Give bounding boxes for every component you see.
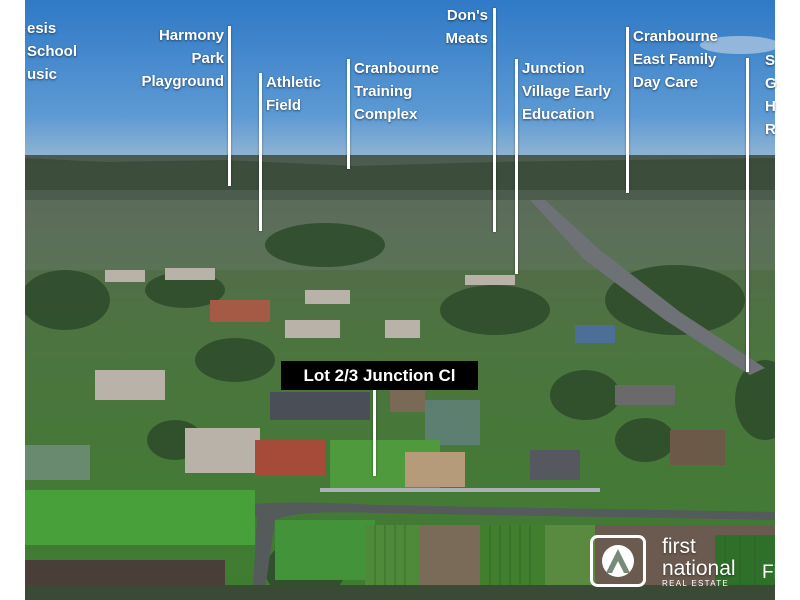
poi-pointer-line — [259, 73, 262, 231]
poi-label-line: Cranbourne — [354, 60, 440, 77]
brand-tagline: REAL ESTATE — [662, 579, 730, 588]
poi-label-line: Training — [354, 83, 413, 100]
poi-label-line: Athletic — [266, 74, 322, 91]
poi-label-line: usic — [27, 66, 58, 83]
poi-pointer-line — [347, 59, 350, 169]
poi-label-training-complex: Cranbourne Training Complex — [354, 57, 439, 126]
poi-label-line: Meats — [445, 30, 488, 47]
poi-label-line: Junction — [522, 60, 585, 77]
poi-pointer-line — [626, 27, 629, 193]
brand-name: first national — [662, 536, 736, 580]
brand-cut-text: Fi — [762, 562, 778, 583]
poi-label-line: School — [27, 43, 78, 60]
poi-label-line: Park — [191, 50, 224, 67]
poi-label-athletic-field: Athletic Field — [266, 71, 321, 117]
brand-name-line: first — [662, 535, 696, 558]
poi-label-line: G — [765, 75, 777, 92]
poi-label-line: S — [765, 52, 776, 69]
poi-label-line: Village Early — [522, 83, 611, 100]
poi-label-line: R — [765, 121, 776, 138]
poi-pointer-line — [515, 59, 518, 274]
poi-label-line: Field — [266, 97, 302, 114]
poi-label-line: Day Care — [633, 74, 699, 91]
poi-label-line: Complex — [354, 106, 418, 123]
poi-label-line: esis — [27, 20, 57, 37]
poi-label-genesis: esis School usic — [27, 17, 77, 86]
poi-label-right-cut: S G H R — [765, 49, 777, 141]
poi-label-dons-meats: Don's Meats — [445, 4, 488, 50]
first-national-logo-icon — [590, 535, 646, 587]
brand-name-line: national — [662, 557, 736, 580]
poi-label-junction-village: Junction Village Early Education — [522, 57, 611, 126]
poi-label-line: Cranbourne — [633, 28, 719, 45]
poi-pointer-line — [228, 26, 231, 186]
lot-label: Lot 2/3 Junction Cl — [281, 361, 478, 390]
poi-pointer-line — [746, 58, 749, 372]
brand-logo: first national REAL ESTATE — [590, 532, 775, 588]
poi-label-line: East Family — [633, 51, 717, 68]
poi-label-line: Harmony — [158, 27, 224, 44]
lot-pointer-line — [373, 390, 376, 476]
poi-pointer-line — [493, 8, 496, 232]
poi-label-east-family-daycare: Cranbourne East Family Day Care — [633, 25, 718, 94]
poi-label-line: Education — [522, 106, 595, 123]
poi-label-line: Playground — [141, 73, 224, 90]
poi-label-line: Don's — [446, 7, 488, 24]
poi-label-harmony-park: Harmony Park Playground — [141, 24, 224, 93]
poi-label-line: H — [765, 98, 776, 115]
